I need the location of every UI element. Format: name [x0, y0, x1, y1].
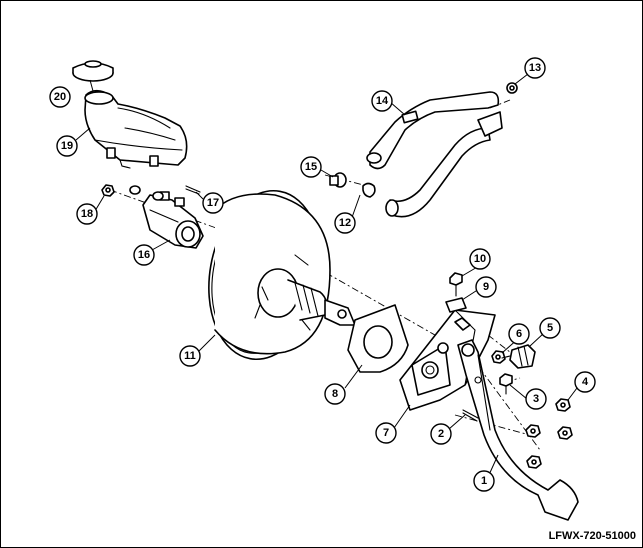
- callout-17: 17: [202, 192, 224, 214]
- reservoir-cap: [72, 60, 114, 82]
- callout-3: 3: [525, 388, 547, 410]
- nut-4: [525, 398, 573, 469]
- vacuum-hose: [366, 91, 503, 218]
- svg-text:11: 11: [184, 350, 196, 362]
- callout-9: 9: [475, 276, 497, 298]
- callout-6: 6: [508, 323, 530, 345]
- pedal-bracket: [399, 309, 496, 411]
- svg-text:17: 17: [207, 197, 219, 209]
- callouts: 20 19 18 17 16 15 14 13: [49, 57, 596, 492]
- callout-1: 1: [473, 470, 495, 492]
- callout-19: 19: [56, 135, 78, 157]
- bolt-10: [449, 272, 463, 297]
- bolt-3: [499, 373, 513, 395]
- pin-17: [185, 185, 201, 195]
- nut-13: [506, 82, 518, 94]
- svg-text:4: 4: [582, 376, 589, 388]
- master-cylinder: [142, 191, 204, 249]
- svg-text:10: 10: [474, 253, 486, 265]
- svg-text:20: 20: [54, 91, 66, 103]
- clip-9: [445, 297, 467, 313]
- reservoir-tank: [84, 89, 188, 169]
- callout-11: 11: [179, 345, 201, 367]
- svg-text:3: 3: [533, 393, 539, 405]
- svg-text:14: 14: [376, 95, 389, 107]
- hose-clip: [362, 182, 376, 198]
- callout-8: 8: [324, 383, 346, 405]
- callout-20: 20: [49, 86, 71, 108]
- nut-18: [101, 184, 115, 197]
- nut-6: [491, 350, 506, 364]
- callout-15: 15: [300, 156, 322, 178]
- check-valve: [329, 172, 347, 188]
- svg-text:16: 16: [138, 249, 150, 261]
- callout-2: 2: [430, 423, 452, 445]
- callout-4: 4: [574, 371, 596, 393]
- brake-pedal: [457, 339, 579, 521]
- callout-13: 13: [524, 57, 546, 79]
- svg-text:8: 8: [332, 388, 338, 400]
- pin-2: [462, 409, 479, 422]
- stop-lamp-switch: [501, 344, 536, 369]
- grommet: [129, 185, 164, 201]
- svg-text:6: 6: [516, 328, 522, 340]
- svg-text:13: 13: [529, 62, 541, 74]
- callout-12: 12: [334, 212, 356, 234]
- reference-code: LFWX-720-51000: [549, 530, 636, 542]
- svg-text:7: 7: [383, 427, 389, 439]
- svg-text:19: 19: [61, 140, 73, 152]
- gasket: [347, 304, 409, 373]
- svg-text:15: 15: [305, 161, 317, 173]
- callout-14: 14: [371, 90, 393, 112]
- svg-text:9: 9: [483, 281, 489, 293]
- svg-text:5: 5: [547, 322, 553, 334]
- svg-text:1: 1: [481, 475, 487, 487]
- svg-text:18: 18: [81, 208, 93, 220]
- svg-text:2: 2: [438, 428, 444, 440]
- svg-text:12: 12: [339, 217, 351, 229]
- callout-10: 10: [469, 248, 491, 270]
- callout-5: 5: [539, 317, 561, 339]
- callout-16: 16: [133, 244, 155, 266]
- callout-18: 18: [76, 203, 98, 225]
- callout-7: 7: [375, 422, 397, 444]
- brake-booster: [208, 189, 356, 361]
